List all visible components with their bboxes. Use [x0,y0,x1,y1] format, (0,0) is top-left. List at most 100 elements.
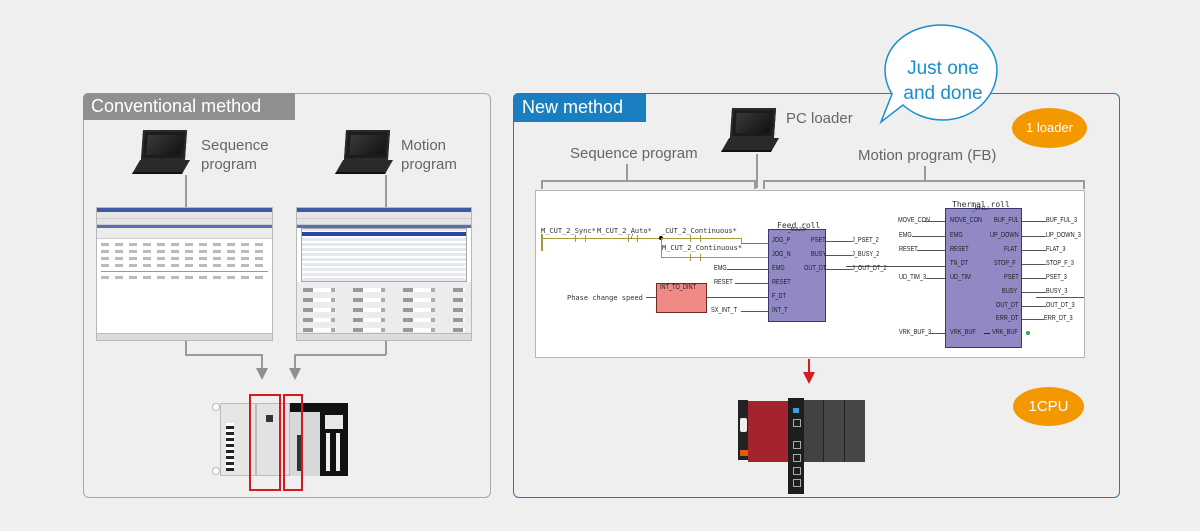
fb-output-pin: BUSY [1002,288,1018,295]
laptop-icon [334,130,394,174]
ladder-wire [1022,319,1044,320]
sequence-editor-screenshot [96,207,273,341]
connector-line [294,354,296,369]
download-arrow-line [808,359,810,374]
ladder-wire [1022,250,1046,251]
thermal-roll-function-block [945,208,1022,348]
power-rail [541,234,543,251]
fb-input-variable: RESET [714,279,733,286]
motion-editor-screenshot [296,207,472,341]
fb-output-pin: STOP_F [994,260,1016,267]
ladder-wire [1022,236,1046,237]
motion-module-highlight-box [283,394,303,491]
fb-output-variable: BUF_FUL_3 [1046,217,1078,224]
contact-icon [628,235,629,242]
fb-output-variable: ERR_DT_3 [1044,315,1073,322]
contact-label: M_CUT_2_Auto* [597,227,652,235]
fb-input-pin: F_DT [772,293,786,300]
contact-icon [700,235,701,242]
connection-dot [1026,331,1030,335]
connector-line [261,354,263,369]
label-line: Motion [401,137,447,154]
ladder-wire [1022,306,1046,307]
int-to-dint-block [656,283,707,313]
ladder-wire [661,257,768,258]
negated-contact-icon: / [631,234,633,241]
ladder-wire [922,221,945,222]
ladder-wire [727,269,768,270]
connector-line [294,354,386,356]
fb-input-variable: VRK_BUF_3 [899,329,932,336]
one-cpu-badge: 1CPU [1013,387,1084,426]
motion-program-label: Motion program (FB) [858,147,997,164]
contact-label: M_CUT_2_Continuous* [662,244,743,252]
bracket-line [754,180,756,189]
ladder-wire [661,238,742,239]
fb-output-pin: PSET [1004,274,1019,281]
fb-input-pin: INT_T [772,307,788,314]
phase-change-speed-label: Phase change speed [567,294,643,302]
connector-line [385,175,387,207]
bracket-line [541,180,543,189]
ladder-wire [542,238,660,239]
contact-icon [585,235,586,242]
contact-icon [575,235,576,242]
ladder-wire [826,241,852,242]
fb-input-pin: UD_TIM [950,274,971,281]
speech-bubble [879,24,998,125]
fb-input-pin: TN_DT [950,260,969,267]
sequence-program-label: Sequence program [570,145,698,162]
fb-input-pin: RESET [950,246,969,253]
pc-loader-label: PC loader [786,110,853,127]
ladder-wire [1036,297,1084,298]
connector-line [185,175,187,207]
ladder-wire [741,243,768,244]
contact-icon [690,254,691,261]
connector-line [185,341,187,355]
fb-output-pin: UP_DOWN [990,232,1019,239]
ladder-wire [1022,292,1046,293]
connector-line [626,164,628,180]
contact-icon [700,254,701,261]
ladder-wire [926,278,945,279]
contact-icon [690,235,691,242]
ladder-wire [929,333,945,334]
label-line: program [201,156,257,173]
fb-output-variable: STOP_F_3 [1046,260,1074,267]
ladder-wire [912,236,945,237]
ladder-wire [735,283,768,284]
fb-input-pin: JOG_P [772,237,791,244]
ladder-wire [661,238,662,258]
fb-input-variable: EMG [899,232,912,239]
fb-output-variable: UP_DOWN_3 [1046,232,1081,239]
contact-icon [637,235,638,242]
motion-program-label: Motion program [401,136,457,174]
bracket-line [1083,180,1085,189]
fb-input-pin: VRK_BUF [950,329,976,336]
ladder-wire [846,266,946,267]
feed-roll-function-block [768,229,826,322]
ladder-wire [741,311,768,312]
ladder-wire [707,297,768,298]
contact-label: M_CUT_2_Sync* [541,227,596,235]
connector-line [385,341,387,355]
fb-input-pin: MOVE_CON [950,217,983,224]
fb-output-pin: PSET [811,237,826,244]
fb-input-pin: EMG [772,265,785,272]
ladder-wire [646,297,656,298]
fb-input-variable: EMG [714,265,727,272]
one-loader-badge: 1 loader [1012,108,1087,148]
bracket-line [541,180,755,182]
conventional-method-title: Conventional method [83,93,295,120]
label-line: program [401,156,457,173]
fb-input-pin: RESET [772,279,791,286]
ladder-wire [1022,278,1046,279]
new-method-title: New method [513,93,646,122]
bubble-line: Just one [907,58,979,79]
fb-input-variable: RESET [899,246,918,253]
bubble-line: and done [903,83,983,104]
arrow-down-icon [289,368,301,380]
ladder-wire [1022,221,1046,222]
connector-line [756,154,758,188]
label-line: Sequence [201,137,269,154]
